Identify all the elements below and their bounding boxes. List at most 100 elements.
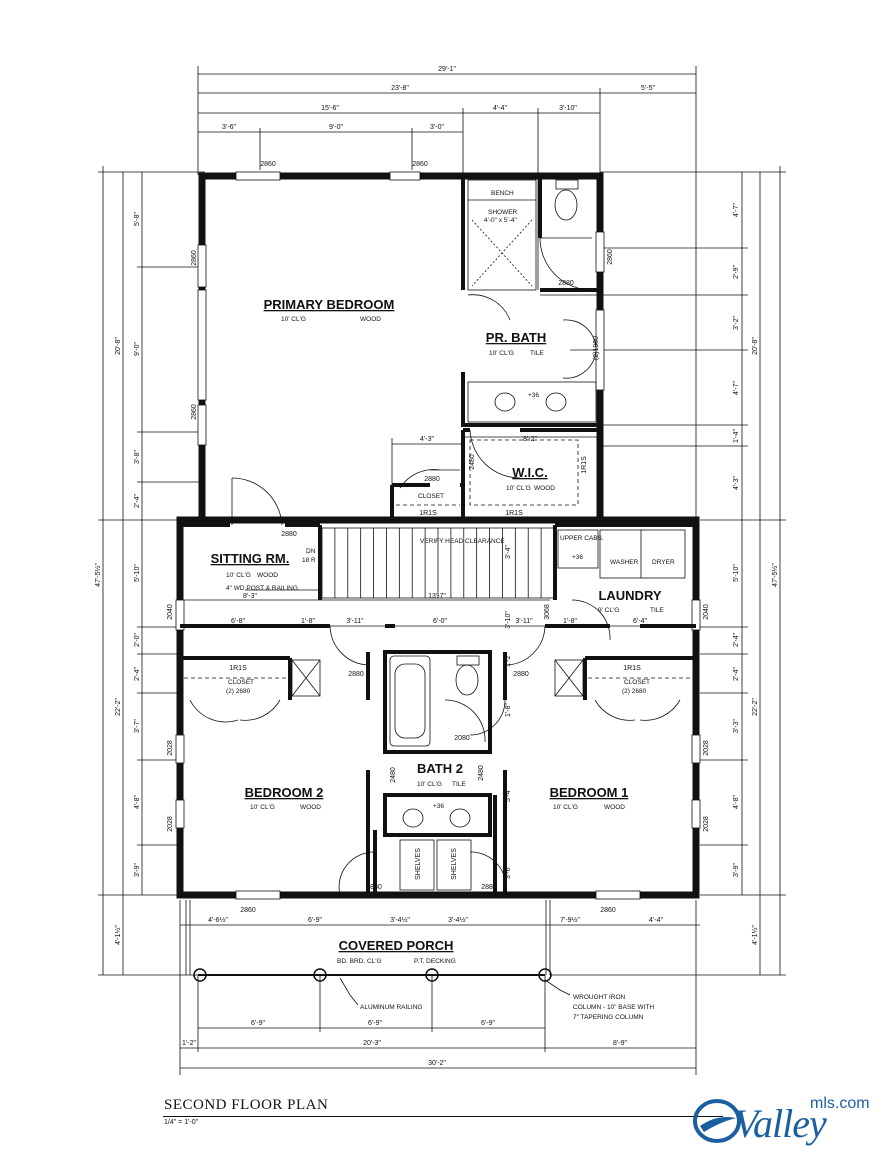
dim-r-e: 3'-11" (515, 618, 533, 625)
ceiling-note: 9' CL'G (598, 607, 619, 614)
closet-doors: (2) 2680 (226, 688, 251, 695)
dim-right-2: 2'-9" (733, 265, 740, 279)
dim-bot-total: 30'-2" (428, 1060, 446, 1067)
dim-right-9: 2'-4" (733, 667, 740, 681)
dim-r-d: 6'-0" (433, 618, 447, 625)
dim-porch-a: 4'-6½" (208, 916, 228, 924)
dim-porch-e: 7'-9½" (560, 916, 580, 924)
floor-note: WOOD (257, 572, 278, 579)
dim-top-b: 5'-5" (641, 85, 655, 92)
floor-note: WOOD (360, 316, 381, 323)
dim-right-7: 5'-10" (733, 564, 740, 582)
vanity-height: +36 (528, 392, 539, 399)
shower-size: 4'-0" x 5'-4" (484, 217, 517, 224)
floor-note: WOOD (534, 485, 555, 492)
ceiling-note: 10' CL'G (506, 485, 531, 492)
dim-stair-w: 8'-3" (243, 593, 257, 600)
dim-left-8: 3'-7" (134, 719, 141, 733)
dim-left-3: 3'-8" (134, 450, 141, 464)
dim-porch-c: 3'-4½" (390, 916, 410, 924)
dim-bath-c: 3'-4" (505, 545, 512, 559)
dim-right-1: 4'-7" (733, 203, 740, 217)
stair-risers: 18 R (302, 557, 316, 564)
dim-top-g: 9'-0" (329, 124, 343, 131)
dim-right-5: 1'-4" (733, 429, 740, 443)
door-label: 2080 (454, 735, 470, 742)
dim-stair-l: 13'-7" (428, 593, 446, 600)
ceiling-note: 10' CL'G (281, 316, 306, 323)
dim-right-total: 47'-5½" (771, 563, 779, 587)
door-label: 2860 (600, 907, 616, 914)
dim-left-6: 2'-0" (134, 633, 141, 647)
dim-left-porch: 4'-1½" (114, 925, 122, 945)
dim-porch-d: 3'-4½" (448, 916, 468, 924)
ceiling-note: 10' CL'G (250, 804, 275, 811)
dim-right-10: 3'-3" (733, 719, 740, 733)
room-porch: COVERED PORCH (339, 938, 454, 953)
dim-right-porch: 4'-1½" (751, 925, 759, 945)
dim-top-c: 15'-6" (321, 105, 339, 112)
dim-top-total: 29'-1" (438, 66, 456, 73)
verify-note: VERIFY HEAD CLEARANCE (420, 538, 505, 545)
room-primary-bedroom: PRIMARY BEDROOM (264, 297, 395, 312)
floor-note: TILE (650, 607, 664, 614)
shower-label: SHOWER (488, 209, 518, 216)
bath2-vanity-height: +36 (433, 803, 444, 810)
dim-r-g: 6'-4" (633, 618, 647, 625)
dim-left-9: 4'-8" (134, 795, 141, 809)
closet-label: CLOSET (624, 679, 650, 686)
closet-rod: 1R1S (229, 665, 247, 672)
dim-porch-b: 6'-9" (308, 917, 322, 924)
dim-right-8: 2'-4" (733, 633, 740, 647)
swoosh-icon (693, 1099, 741, 1143)
door-label: 3068 (544, 604, 551, 620)
dim-left-total-a: 20'-8" (115, 337, 122, 355)
door-label: 2028 (167, 740, 174, 756)
dryer-label: DRYER (652, 559, 675, 566)
dim-left-4: 2'-4" (134, 494, 141, 508)
dim-bot-a: 6'-9" (251, 1020, 265, 1027)
room-bedroom2: BEDROOM 2 (245, 785, 324, 800)
dim-hall-c: 1'-8" (505, 703, 512, 717)
dim-top-h: 3'-0" (430, 124, 444, 131)
door-label: 2880 (366, 884, 382, 891)
dim-r-a: 6'-8" (231, 618, 245, 625)
door-label: 2480 (478, 765, 485, 781)
door-label: 2860 (260, 161, 276, 168)
door-label: 2880 (348, 671, 364, 678)
dim-bot-c: 6'-9" (481, 1020, 495, 1027)
door-label: 2860 (412, 161, 428, 168)
ceiling-note: 10' CL'G (553, 804, 578, 811)
floor-note: WOOD (604, 804, 625, 811)
floor-note: WOOD (300, 804, 321, 811)
dim-right-12: 3'-9" (733, 863, 740, 877)
dim-r-c: 3'-11" (346, 618, 364, 625)
door-label: 2880 (513, 671, 529, 678)
dim-top-e: 3'-10" (559, 105, 577, 112)
floor-note: TILE (530, 350, 544, 357)
room-wic: W.I.C. (512, 465, 547, 480)
logo-word: Valley (734, 1101, 827, 1146)
dim-right-total-a: 20'-8" (752, 337, 759, 355)
iron-column-note: WROUGHT IRON (573, 994, 626, 1001)
dim-bot-b: 6'-9" (368, 1020, 382, 1027)
door-label: 2880 (424, 476, 440, 483)
ceiling-note: 10' CL'G (417, 781, 442, 788)
door-label: 2028 (167, 816, 174, 832)
closet-rod: 1R1S (623, 665, 641, 672)
closet-doors: (2) 2680 (622, 688, 647, 695)
iron-column-note: COLUMN - 10" BASE WITH (573, 1004, 654, 1011)
dim-left-5: 5'-10" (134, 564, 141, 582)
door-label: 2860 (607, 249, 614, 265)
ceiling-note: 10' CL'G (226, 572, 251, 579)
closet-label: CLOSET (228, 679, 254, 686)
dim-porch-f: 4'-4" (649, 917, 663, 924)
wic-rod: 1R1S (581, 456, 588, 474)
dim-wic-w2: 8'-2" (523, 436, 537, 443)
dim-wic-w: 4'-3" (420, 436, 434, 443)
stair-dn: DN (306, 548, 316, 555)
dim-hall-b: 1'-2" (505, 653, 512, 667)
dim-left-7: 2'-4" (134, 667, 141, 681)
dim-r-b: 1'-8" (301, 618, 315, 625)
